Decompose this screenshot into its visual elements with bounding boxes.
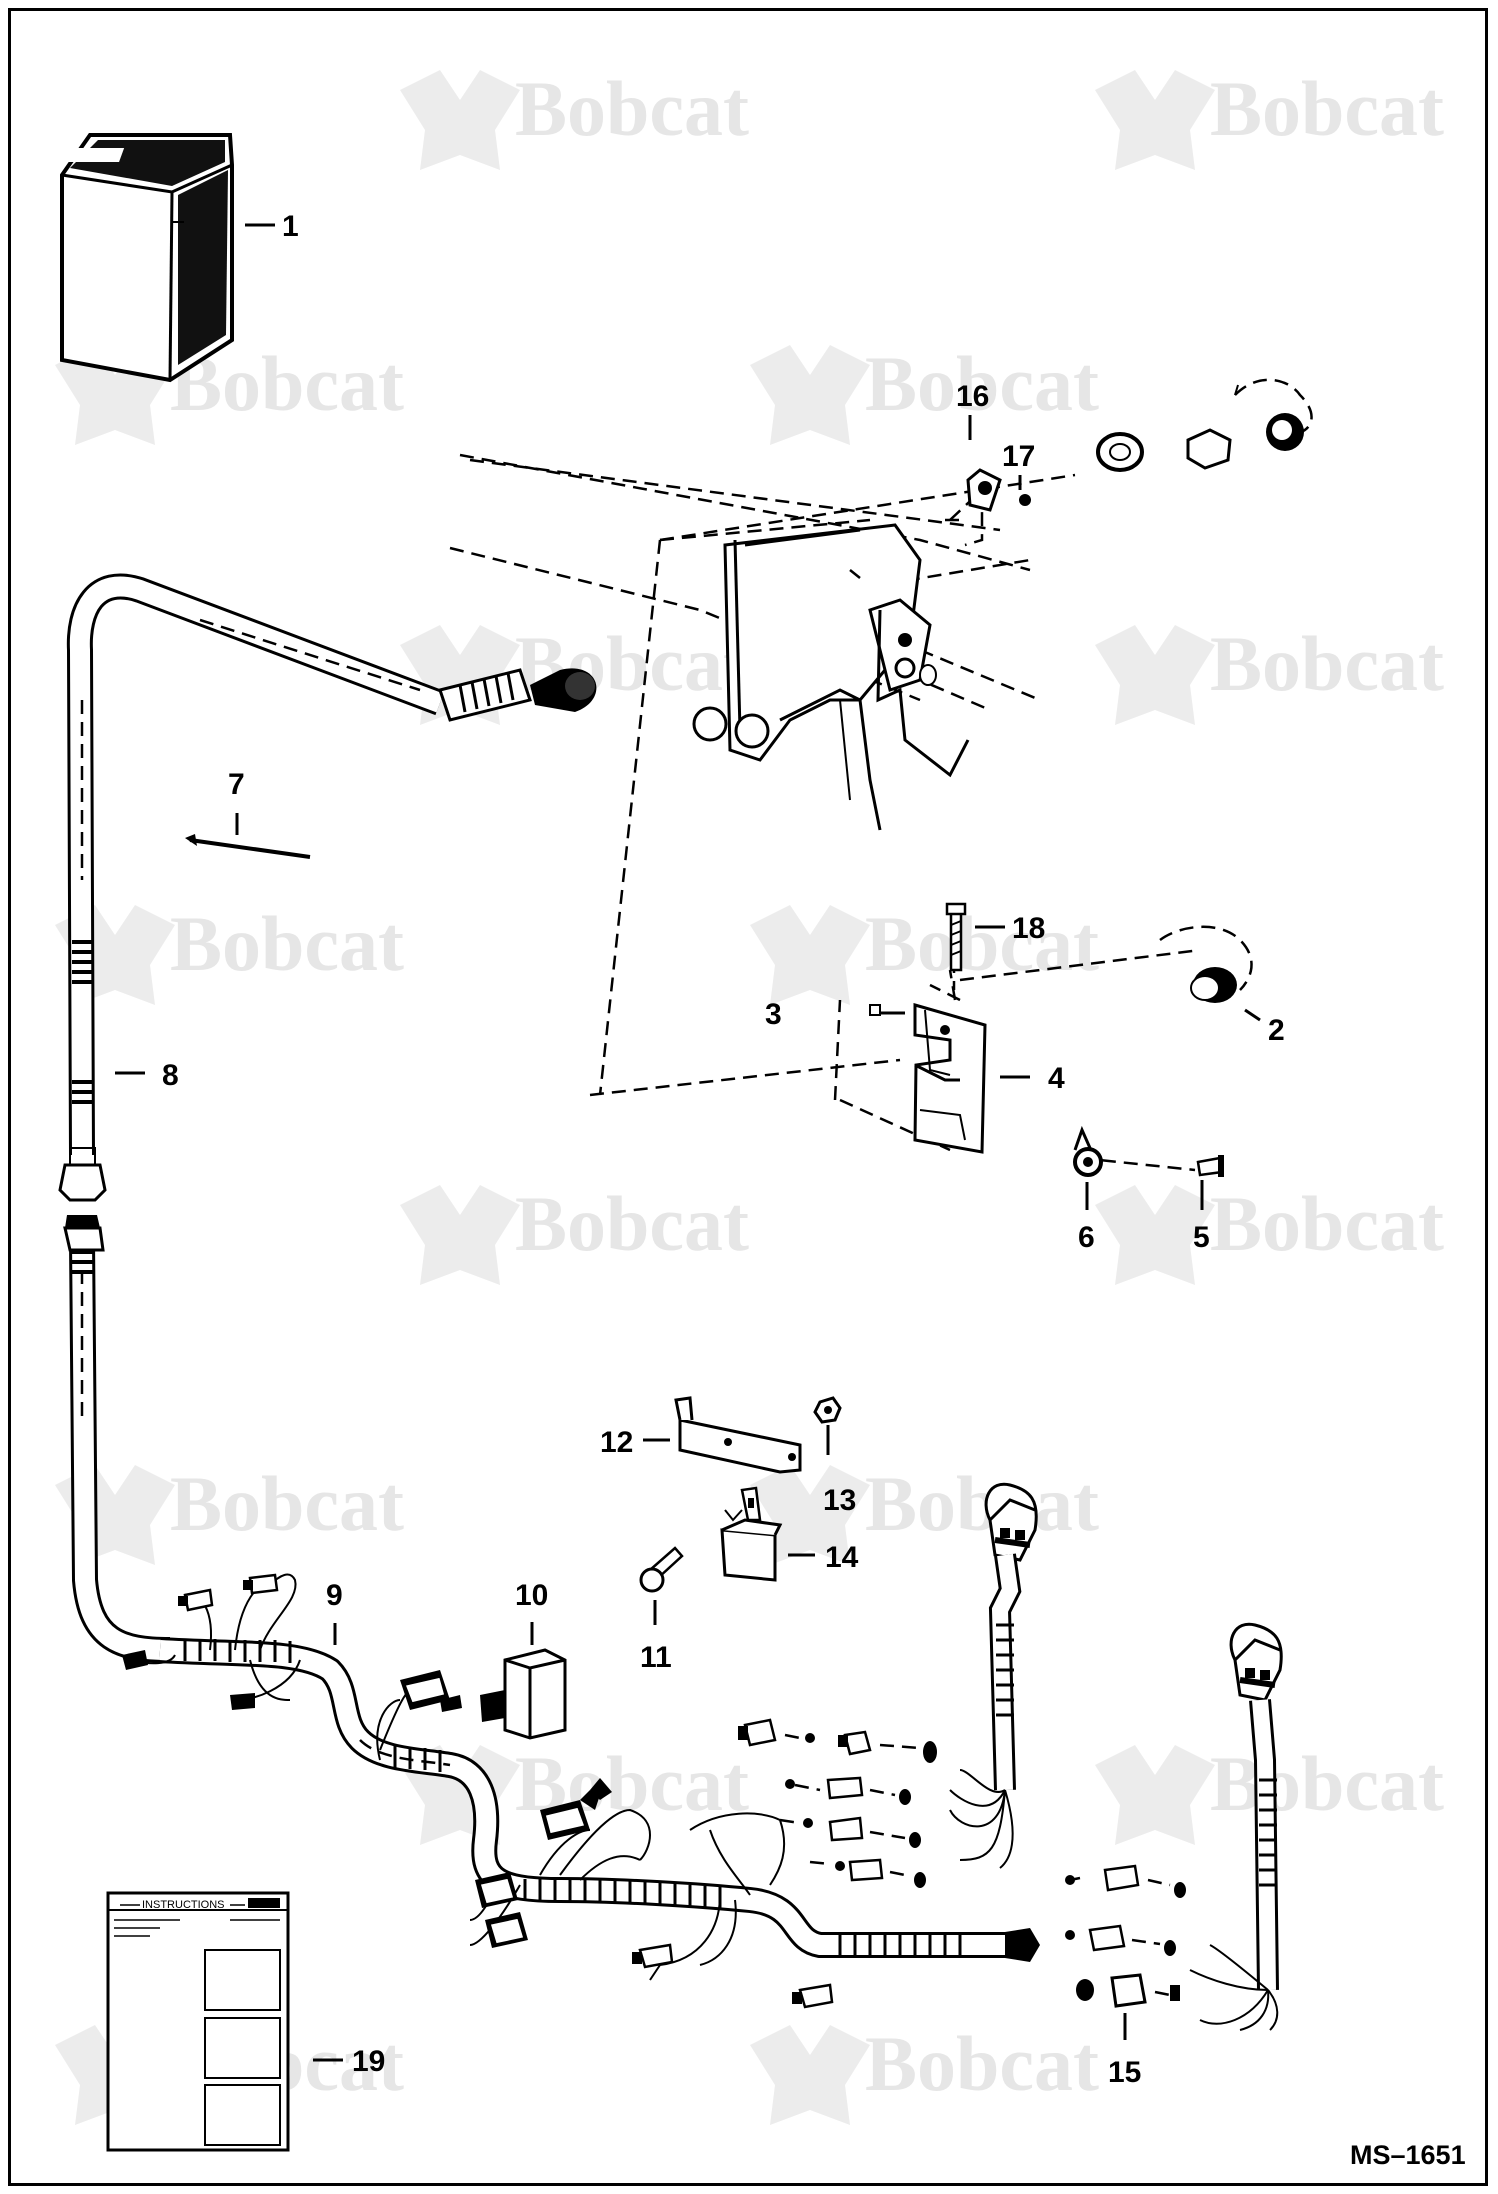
part-3-nut <box>869 1004 881 1016</box>
callout-9: 9 <box>326 1579 343 1612</box>
callout-labels: 1 2 3 4 5 6 7 8 9 10 11 12 13 14 15 16 1… <box>162 210 1285 2089</box>
part-18-screw <box>945 902 967 972</box>
callout-6: 6 <box>1078 1221 1095 1254</box>
callout-2: 2 <box>1268 1014 1285 1047</box>
part-17-nut <box>1019 494 1031 506</box>
callout-3: 3 <box>765 998 782 1031</box>
loader-mount-bracket <box>692 523 970 831</box>
callout-18: 18 <box>1012 912 1045 945</box>
watermark-text: Bobcat <box>1210 1180 1444 1267</box>
watermark-text: Bobcat <box>515 1180 749 1267</box>
watermark-text: Bobcat <box>1210 65 1444 152</box>
callout-leaders <box>115 223 1261 2062</box>
callout-17: 17 <box>1002 440 1035 473</box>
callout-4: 4 <box>1048 1062 1065 1095</box>
callout-8: 8 <box>162 1059 179 1092</box>
part-10-module <box>480 1648 567 1740</box>
callout-7: 7 <box>228 768 245 801</box>
callout-10: 10 <box>515 1579 548 1612</box>
callout-15: 15 <box>1108 2056 1141 2089</box>
watermark-text: Bobcat <box>865 340 1099 427</box>
harness-connectors <box>122 1573 834 2009</box>
part-19-instruction-sheet: INSTRUCTIONS <box>106 1891 290 2152</box>
switch-lower <box>1189 1622 1283 2031</box>
drawing-code: MS–1651 <box>1350 2140 1466 2170</box>
watermark-text: Bobcat <box>865 1460 1099 1547</box>
watermark-text: Bobcat <box>1210 1740 1444 1827</box>
callout-14: 14 <box>825 1541 859 1574</box>
callout-19: 19 <box>352 2045 385 2078</box>
callout-5: 5 <box>1193 1221 1210 1254</box>
watermark-text: Bobcat <box>515 65 749 152</box>
part-12-relay-bracket <box>674 1396 802 1474</box>
part-8-cable <box>58 573 597 1663</box>
watermark-text: Bobcat <box>170 900 404 987</box>
watermark-text: Bobcat <box>865 2020 1099 2107</box>
part-6-ring-terminal <box>1073 1125 1103 1177</box>
part-11-screw <box>639 1546 684 1593</box>
part-1-box <box>59 133 234 383</box>
part-13-nut <box>813 1396 842 1424</box>
instruction-heading: INSTRUCTIONS <box>142 1899 225 1911</box>
part-7-cable-tie <box>185 834 311 859</box>
callout-13: 13 <box>823 1484 856 1517</box>
switch-upper <box>949 1482 1038 1869</box>
part-16-lug <box>966 468 1002 512</box>
part-15-terminals <box>738 1718 1186 2008</box>
watermark-text: Bobcat <box>1210 620 1444 707</box>
watermark-text: Bobcat <box>170 1460 404 1547</box>
part-2-dust-cap <box>1159 925 1253 1003</box>
diagram-frame <box>8 8 1488 2186</box>
callout-1: 1 <box>282 210 299 243</box>
watermark-layer: Bobcat Bobcat Bobcat Bobcat Bobcat Bobca… <box>55 65 1444 2125</box>
callout-11: 11 <box>640 1641 672 1674</box>
part-5-screw <box>1196 1155 1224 1177</box>
callout-12: 12 <box>600 1426 633 1459</box>
upper-receptacle <box>1096 378 1313 472</box>
callout-16: 16 <box>956 380 989 413</box>
part-4-bracket <box>913 1003 987 1154</box>
part-14-relay <box>720 1486 783 1582</box>
watermark-text: Bobcat <box>865 900 1099 987</box>
